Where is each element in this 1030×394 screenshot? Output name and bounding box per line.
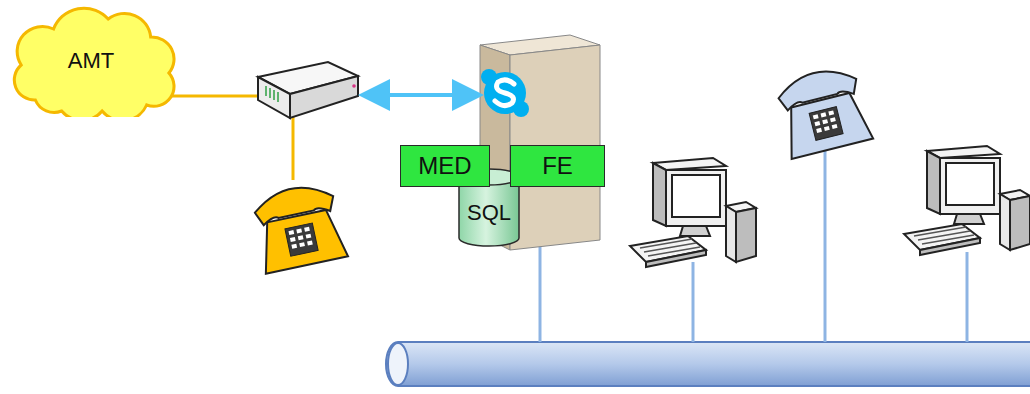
analog-phone <box>250 180 348 274</box>
sip-trunk-arrow <box>366 93 476 97</box>
gateway-device <box>258 62 358 118</box>
role-box: FE <box>510 145 605 187</box>
bus-end <box>388 343 408 385</box>
cloud-node: AMT <box>5 5 177 117</box>
node-label: SQL <box>467 190 511 226</box>
node-label: MED <box>418 152 471 180</box>
role-box: MED <box>400 145 490 187</box>
ip-phone <box>773 63 873 159</box>
client-pc <box>904 146 1030 255</box>
node-label: AMT <box>68 48 114 74</box>
node-label: FE <box>542 152 573 180</box>
network-bus <box>386 342 1030 386</box>
client-pc <box>630 158 756 267</box>
skype-logo <box>481 69 529 117</box>
